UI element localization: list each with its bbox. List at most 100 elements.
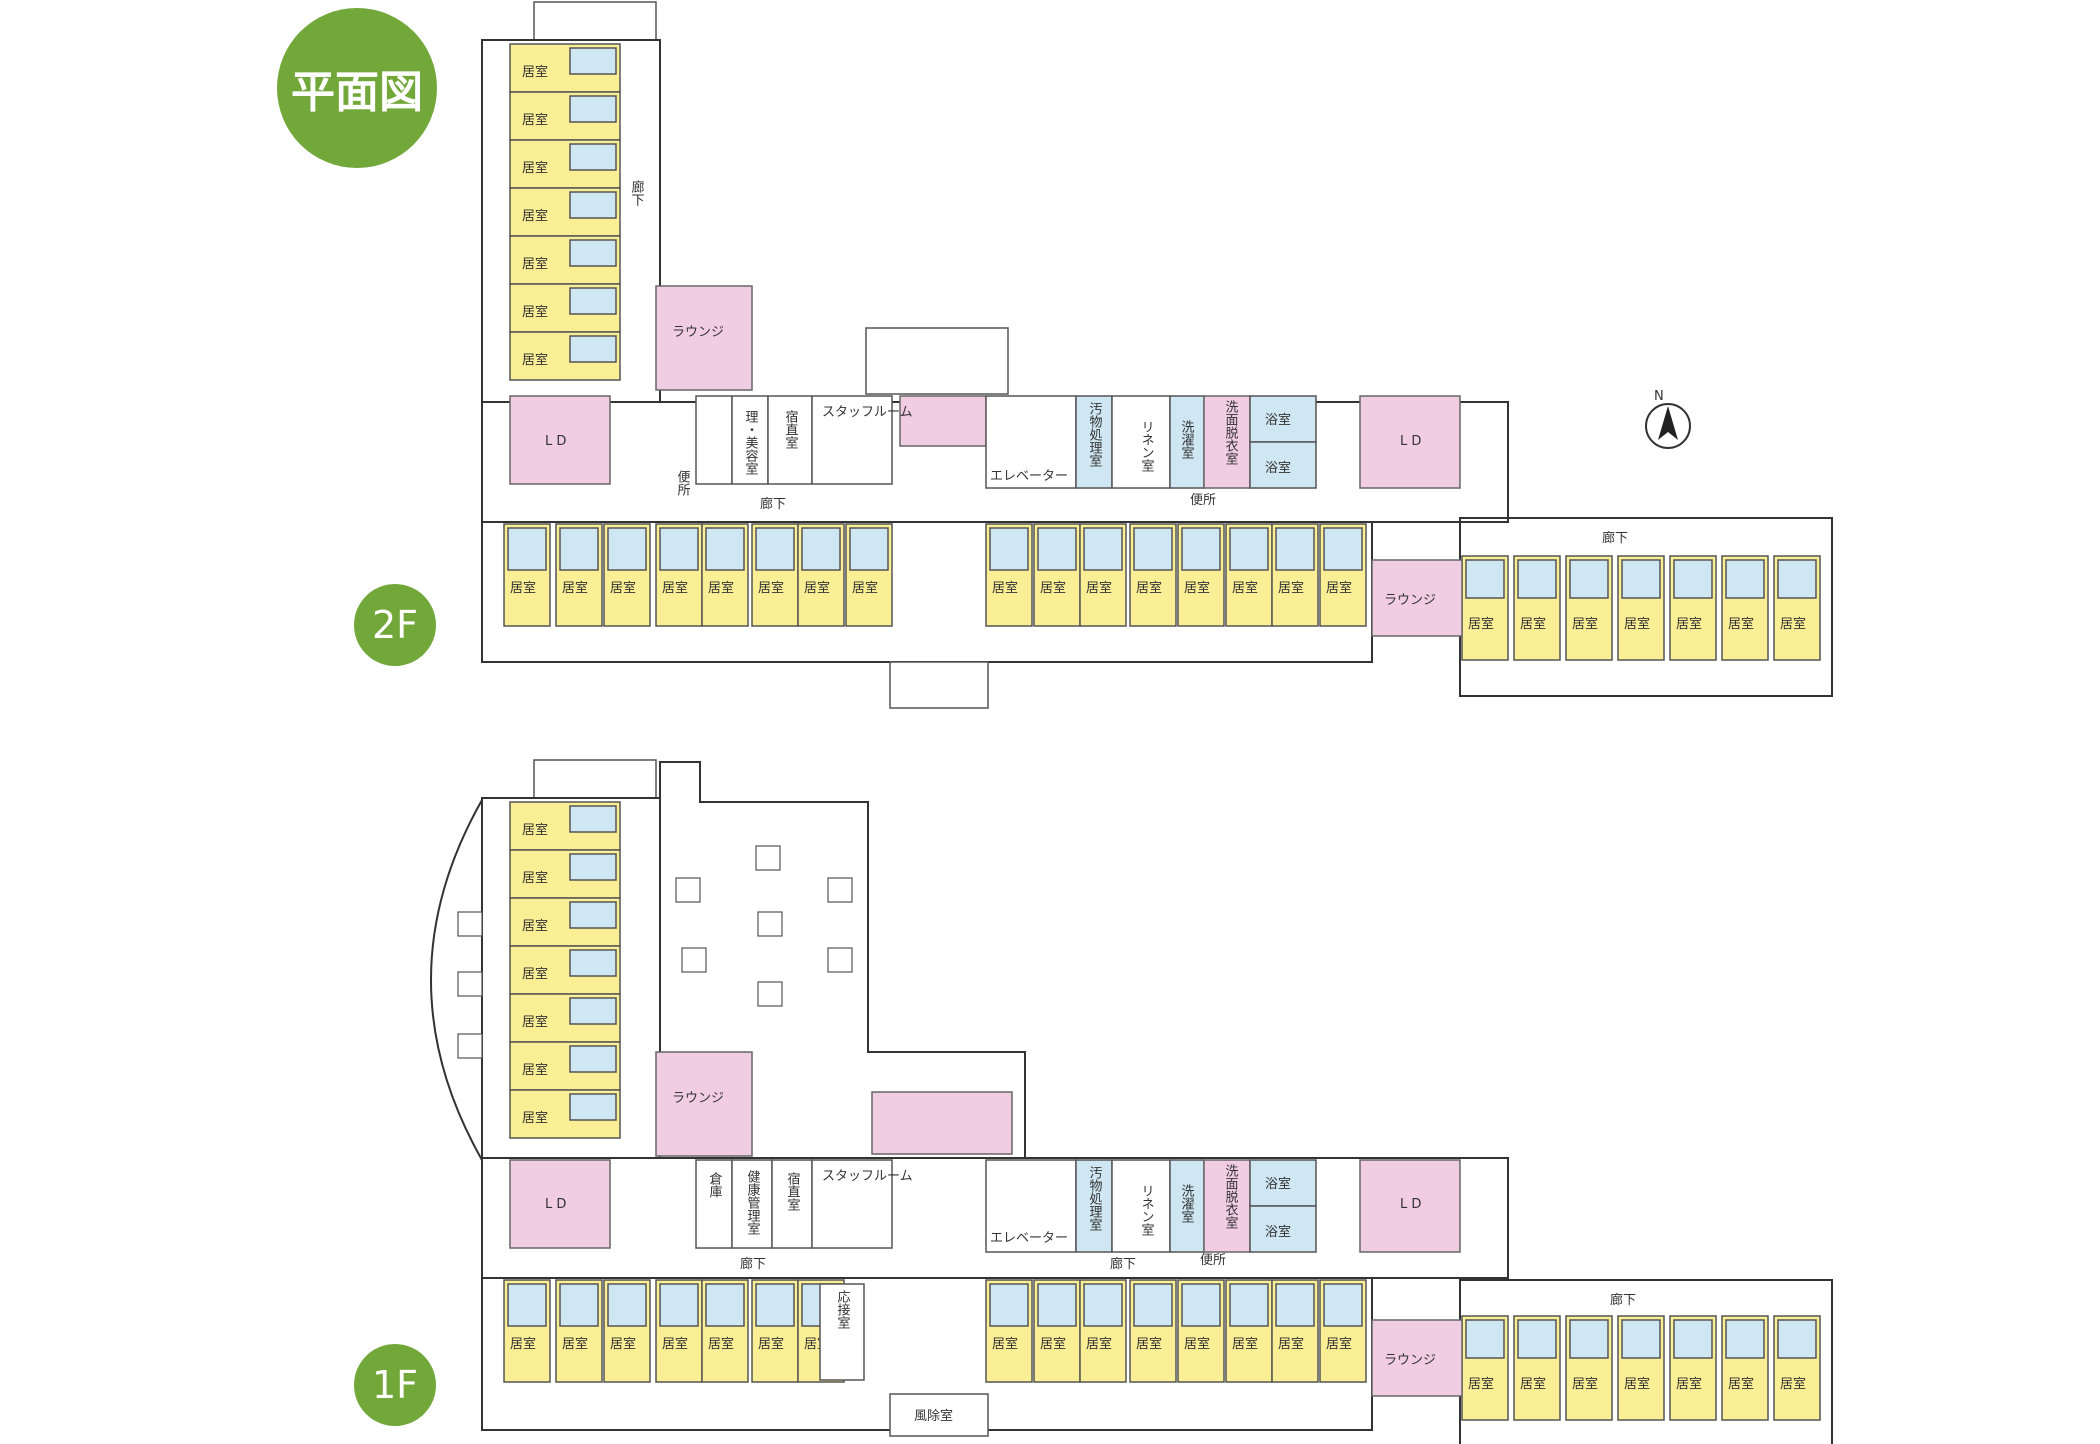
south-room-bath	[849, 527, 889, 571]
south-room-bath	[755, 527, 795, 571]
compass-needle-icon	[1658, 406, 1678, 440]
east-room-bath	[1673, 559, 1713, 599]
south-room-bath	[1229, 527, 1269, 571]
compass-label: N	[1654, 389, 1664, 404]
ld-west-1f-label: L D	[545, 1197, 566, 1212]
corridor-2f-east-label: 廊下	[1602, 530, 1628, 546]
west-room-label: 居室	[522, 112, 548, 128]
east-room-bath	[1777, 1319, 1817, 1359]
floor-2f-plan: 居室居室居室居室居室居室居室 居室居室居室居室居室居室居室居室居室居室居室居室居…	[481, 1, 1833, 709]
west-room-bath	[569, 47, 617, 75]
bath-1f-a-label: 浴室	[1265, 1176, 1291, 1192]
windbreak-1f	[889, 1393, 989, 1437]
lounge-2f-label: ラウンジ	[672, 325, 724, 340]
east-room-bath	[1673, 1319, 1713, 1359]
corridor-2f-west-label: 廊下	[629, 179, 645, 206]
dressing-2f-label: 洗面脱衣室	[1223, 400, 1239, 465]
south-room-bath	[1181, 527, 1221, 571]
south-room-label: 居室	[1326, 580, 1352, 596]
dining-table-icon	[757, 981, 783, 1007]
staff-1f	[811, 1159, 893, 1249]
south-room-label: 居室	[562, 1336, 588, 1352]
south-room-bath	[705, 1283, 745, 1327]
bath-2f-b-label: 浴室	[1265, 460, 1291, 476]
south-room-label: 居室	[1184, 1336, 1210, 1352]
dressing-1f-label: 洗面脱衣室	[1223, 1164, 1239, 1229]
south-room-bath	[989, 527, 1029, 571]
bath-1f-b-label: 浴室	[1265, 1224, 1291, 1240]
south-room-label: 居室	[758, 580, 784, 596]
dining-table-icon	[675, 877, 701, 903]
west-room-label: 居室	[522, 966, 548, 982]
east-room-bath	[1621, 559, 1661, 599]
laundry-2f-label: 洗濯室	[1179, 420, 1195, 459]
west-room-label: 居室	[522, 160, 548, 176]
west-room-bath	[569, 853, 617, 881]
west-room-bath	[569, 1093, 617, 1121]
west-room-label: 居室	[522, 918, 548, 934]
elevator-1f-label: エレベーター	[990, 1231, 1068, 1246]
south-room-bath	[1229, 1283, 1269, 1327]
terrace-1f	[430, 799, 483, 1161]
health-1f-label: 健康管理室	[745, 1170, 761, 1235]
laundry-2f	[1169, 395, 1205, 489]
toilet-2f-a-label: 便所	[675, 470, 691, 496]
west-room-label: 居室	[522, 304, 548, 320]
south-room-label: 居室	[1232, 580, 1258, 596]
south-room-bath	[507, 527, 547, 571]
west-room-bath	[569, 805, 617, 833]
west-room-label: 居室	[522, 822, 548, 838]
corridor-2f-label: 廊下	[760, 496, 786, 512]
east-room-label: 居室	[1728, 1376, 1754, 1392]
dining-table-icon	[457, 971, 483, 997]
soiled-1f	[1075, 1159, 1113, 1253]
west-room-bath	[569, 949, 617, 977]
south-room-label: 居室	[1136, 1336, 1162, 1352]
south-room-label: 居室	[1278, 1336, 1304, 1352]
dining-table-icon	[827, 877, 853, 903]
soiled-1f-label: 汚物処理室	[1087, 1166, 1103, 1231]
south-room-bath	[755, 1283, 795, 1327]
east-room-bath	[1465, 559, 1505, 599]
night-duty-1f	[771, 1159, 813, 1249]
soiled-2f-label: 汚物処理室	[1087, 402, 1103, 467]
bath-2f-a-label: 浴室	[1265, 412, 1291, 428]
east-room-label: 居室	[1676, 1376, 1702, 1392]
west-room-label: 居室	[522, 1014, 548, 1030]
staff-2f-label: スタッフルーム	[822, 405, 913, 420]
toilet-1f-label: 便所	[1200, 1253, 1226, 1268]
bath-1f-a	[1249, 1159, 1317, 1207]
south-room-label: 居室	[804, 580, 830, 596]
bath-2f-a	[1249, 395, 1317, 443]
east-room-bath	[1517, 1319, 1557, 1359]
south-room-bath	[1037, 1283, 1077, 1327]
lounge-east-2f	[1371, 559, 1463, 637]
south-room-label: 居室	[1040, 580, 1066, 596]
ld-east-2f-label: L D	[1400, 434, 1421, 449]
south-room-bath	[705, 527, 745, 571]
west-room-label: 居室	[522, 256, 548, 272]
linen-1f-label: リネン室	[1139, 1184, 1155, 1236]
south-room-bath	[1181, 1283, 1221, 1327]
south-room-label: 居室	[562, 580, 588, 596]
west-room-label: 居室	[522, 64, 548, 80]
east-room-label: 居室	[1520, 1376, 1546, 1392]
south-room-bath	[1133, 1283, 1173, 1327]
east-room-label: 居室	[1572, 1376, 1598, 1392]
east-room-bath	[1725, 559, 1765, 599]
south-room-label: 居室	[992, 1336, 1018, 1352]
west-room-bath	[569, 239, 617, 267]
west-room-label: 居室	[522, 1062, 548, 1078]
south-room-bath	[559, 1283, 599, 1327]
west-room-bath	[569, 901, 617, 929]
east-room-bath	[1517, 559, 1557, 599]
title-badge: 平面図	[277, 8, 437, 168]
elevator-2f	[985, 395, 1077, 489]
bath-1f-b	[1249, 1205, 1317, 1253]
south-room-label: 居室	[662, 1336, 688, 1352]
reception-1f-label: 応接室	[835, 1290, 851, 1329]
atrium-2f	[865, 327, 1009, 395]
lounge-east-2f-label: ラウンジ	[1384, 593, 1436, 608]
corridor-1f-label: 廊下	[740, 1256, 766, 1272]
south-room-bath	[1275, 1283, 1315, 1327]
